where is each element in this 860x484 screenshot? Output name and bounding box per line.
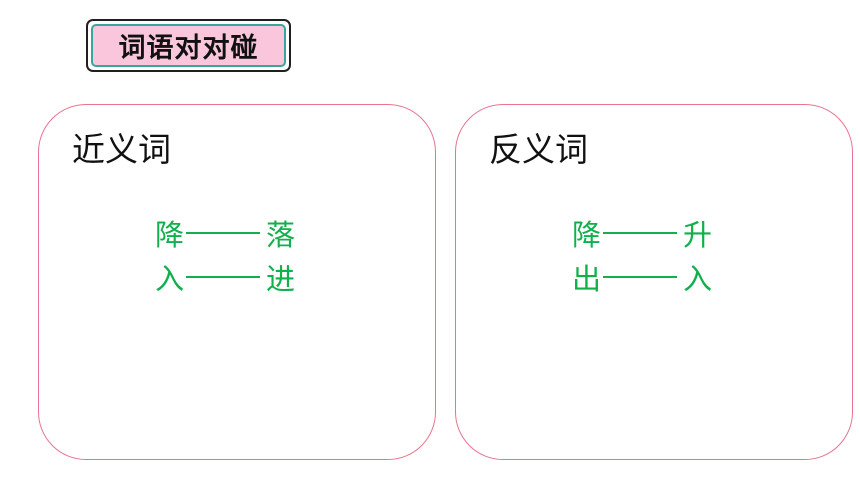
word-right: 进 (266, 262, 296, 296)
title-badge: 词语对对碰 (86, 19, 291, 72)
word-right: 入 (683, 262, 713, 296)
synonyms-card-title: 近义词 (72, 130, 171, 169)
word-pair: 出 入 (572, 255, 712, 299)
synonyms-pairs: 降 落 入 进 (155, 211, 295, 299)
word-pair: 降 升 (572, 211, 712, 255)
synonyms-card: 近义词 降 落 入 进 (38, 104, 436, 460)
connector-line (186, 276, 261, 278)
antonyms-pairs: 降 升 出 入 (572, 211, 712, 299)
antonyms-card-title: 反义词 (489, 130, 588, 169)
word-left: 出 (572, 262, 602, 296)
word-left: 降 (155, 218, 185, 252)
connector-line (603, 232, 678, 234)
antonyms-card: 反义词 降 升 出 入 (455, 104, 853, 460)
word-left: 入 (155, 262, 185, 296)
connector-line (186, 232, 261, 234)
word-pair: 降 落 (155, 211, 295, 255)
page-title: 词语对对碰 (118, 33, 259, 64)
connector-line (603, 276, 678, 278)
word-pair: 入 进 (155, 255, 295, 299)
word-right: 升 (683, 218, 713, 252)
title-badge-inner: 词语对对碰 (91, 24, 286, 67)
word-right: 落 (266, 218, 296, 252)
word-left: 降 (572, 218, 602, 252)
